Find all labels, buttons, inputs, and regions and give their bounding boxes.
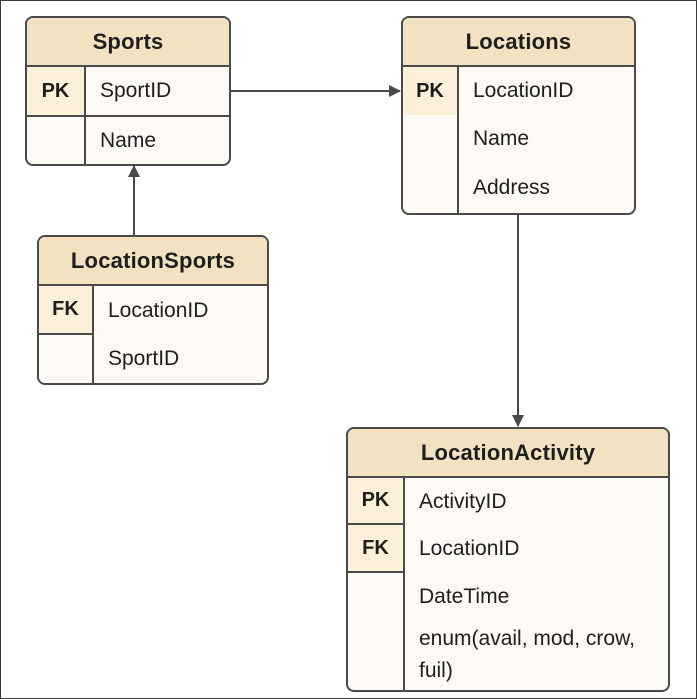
field-column: LocationID Name Address — [459, 67, 634, 213]
key-column: PK FK — [348, 478, 405, 690]
field-locationid: LocationID — [419, 537, 520, 560]
field-column: ActivityID LocationID DateTime enum(avai… — [405, 478, 668, 690]
field-address: Address — [473, 176, 551, 199]
field-locationid: LocationID — [108, 298, 209, 322]
entity-title: LocationActivity — [348, 429, 668, 478]
field-name: Name — [473, 127, 530, 150]
key-marker-empty — [39, 335, 92, 383]
field-name: Name — [100, 128, 157, 152]
primary-key-marker: PK — [348, 478, 403, 525]
field-status-enum: enum(avail, mod, crow, fuil) — [419, 627, 635, 682]
key-marker-empty — [27, 117, 84, 164]
field-column: SportID Name — [86, 67, 229, 164]
field-sportid: SportID — [108, 347, 180, 370]
entity-locations[interactable]: Locations PK LocationID Name Address — [401, 16, 636, 215]
key-marker-empty — [348, 621, 403, 690]
key-column: PK — [403, 67, 459, 213]
key-column: PK — [27, 67, 86, 164]
entity-title: Sports — [27, 18, 229, 67]
entity-title: Locations — [403, 18, 634, 67]
field-datetime: DateTime — [419, 585, 510, 608]
field-activityid: ActivityID — [419, 489, 507, 513]
entity-locationsports[interactable]: LocationSports FK LocationID SportID — [37, 235, 269, 385]
key-marker-empty — [403, 115, 457, 163]
foreign-key-marker: FK — [39, 286, 92, 335]
key-column: FK — [39, 286, 94, 383]
key-marker-empty — [403, 163, 457, 213]
entity-sports[interactable]: Sports PK SportID Name — [25, 16, 231, 166]
field-locationid: LocationID — [473, 79, 574, 102]
entity-title: LocationSports — [39, 237, 267, 286]
field-column: LocationID SportID — [94, 286, 267, 383]
primary-key-marker: PK — [27, 67, 84, 117]
entity-locationactivity[interactable]: LocationActivity PK FK ActivityID Locati… — [346, 427, 670, 692]
field-sportid: SportID — [86, 67, 229, 117]
primary-key-marker: PK — [403, 67, 457, 115]
key-marker-empty — [348, 573, 403, 621]
foreign-key-marker: FK — [348, 525, 403, 573]
